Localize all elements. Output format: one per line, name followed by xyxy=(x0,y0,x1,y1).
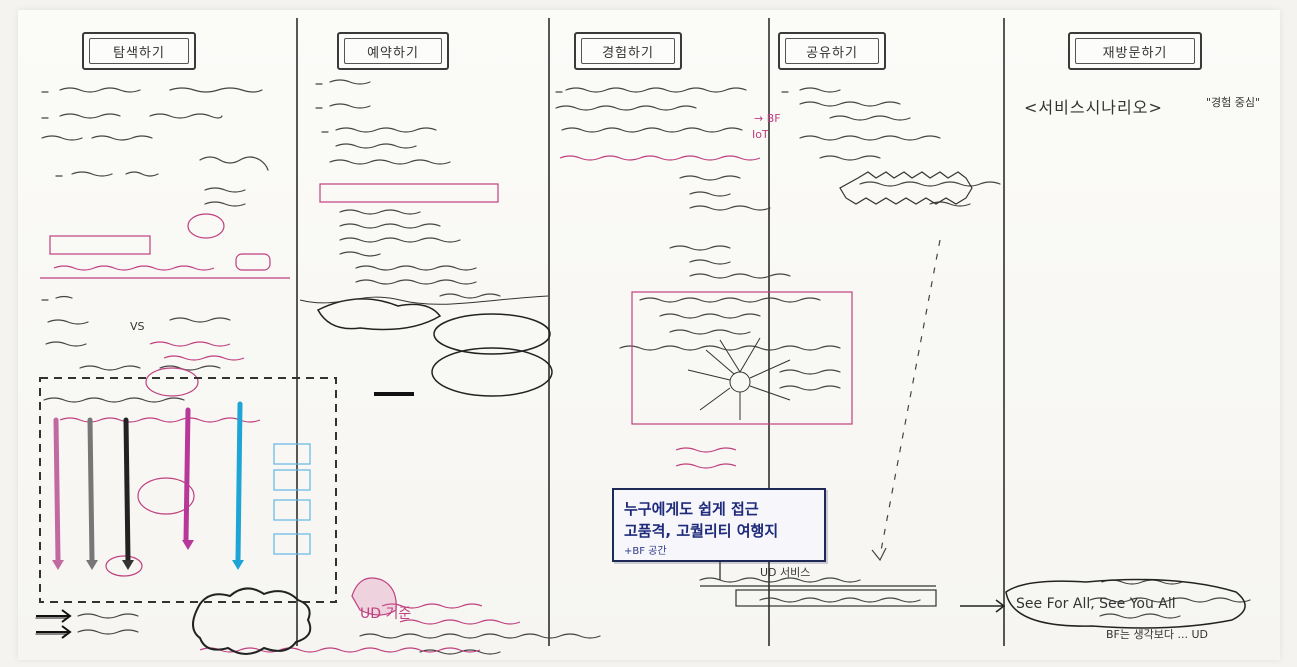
column-header-revisit: 재방문하기 xyxy=(1068,32,1202,70)
column-header-explore: 탐색하기 xyxy=(82,32,196,70)
column-header-share: 공유하기 xyxy=(778,32,886,70)
iot-note: IoT xyxy=(752,128,769,141)
ud-service-note: UD 서비스 xyxy=(760,566,811,579)
column-divider xyxy=(1003,18,1005,646)
column-divider xyxy=(768,18,770,646)
column-divider xyxy=(296,18,298,646)
column-header-reserve: 예약하기 xyxy=(337,32,449,70)
see-for-all-note: See For All, See You All xyxy=(1016,596,1176,612)
sticky-line-1: 누구에게도 쉽게 접근 xyxy=(624,500,759,518)
vs-label: VS xyxy=(130,320,145,333)
column-header-experience: 경험하기 xyxy=(574,32,682,70)
sticky-line-2: 고품격, 고퀄리티 여행지 xyxy=(624,522,779,540)
service-scenario-suffix: "경험 중심" xyxy=(1206,96,1261,109)
ud-note: UD 기준 xyxy=(360,606,412,622)
sticky-note: 누구에게도 쉽게 접근 고품격, 고퀄리티 여행지 +BF 공간 xyxy=(612,488,826,562)
sticky-line-3: +BF 공간 xyxy=(624,546,667,557)
service-scenario-title: <서비스시나리오> xyxy=(1024,98,1163,117)
bf-arrow-note: → BF xyxy=(754,112,781,125)
bf-closing-note: BF는 생각보다 ... UD xyxy=(1106,628,1208,641)
